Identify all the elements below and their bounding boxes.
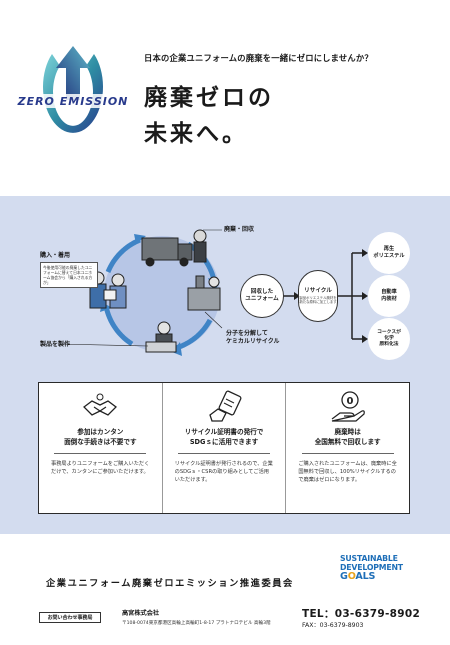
sdg-line2: DEVELOPMENT [340, 563, 403, 572]
feature-body: リサイクル証明書が発行されるので、企業のSDGｓ・CSRの取り組みとしてご活用い… [174, 461, 273, 483]
committee-name: 企業ユニフォーム廃棄ゼロエミッション推進委員会 [46, 578, 294, 589]
feature-easy-participation: 参加はカンタン 面倒な手続きは不要です 事務局よりユニフォームをご購入いただくだ… [39, 383, 162, 513]
flow-recycle-circle: リサイクル 製品ポリエステル廃材を新たな原料に加工します [298, 270, 338, 322]
fax-number: FAX：03-6379-8903 [302, 622, 364, 629]
certificate-icon [209, 390, 242, 422]
result-coke-chemical: コークスが 化学 原料化法 [368, 318, 410, 360]
cycle-arrow-3 [103, 305, 134, 347]
stage-manufacture-label: 製品を製作 [40, 341, 71, 348]
feature-title: リサイクル証明書の発行で SDGｓに活用できます [184, 428, 264, 446]
feature-title: 参加はカンタン 面倒な手続きは不要です [64, 428, 137, 446]
sdg-line3: GOALS [340, 571, 376, 582]
phone-number[interactable]: TEL：03-6379-8902 [302, 608, 421, 620]
sdg-line1: SUSTAINABLE [340, 554, 398, 563]
factory-illustration [187, 275, 221, 311]
company-address: 〒108-0074東京都港区高輪上高輪町1-8-17 プラトナロテビル 高輪3階 [122, 621, 271, 626]
flow-collected-label: 回収した ユニフォーム [245, 289, 279, 302]
flow-arrowhead-1 [294, 292, 300, 300]
cycle-background-circle [104, 236, 220, 352]
coin-hand-icon: 0 [331, 391, 365, 422]
tagline: 日本の企業ユニフォームの廃棄を一緒にゼロにしませんか？ [144, 53, 373, 63]
logo-text: ZERO EMISSION [17, 95, 129, 108]
company-name: 高宮株式会社 [122, 610, 160, 617]
feature-body: 事務局よりユニフォームをご購入いただくだけで、カンタンにご参加いただけます。 [51, 461, 150, 475]
feature-title: 廃棄時は 全国無料で回収します [314, 428, 381, 446]
inquiry-label: お問い合わせ事務局 [39, 612, 101, 623]
feature-free-collection: 0 廃棄時は 全国無料で回収します ご購入されたユニフォームは、廃棄時に全国無料… [285, 383, 409, 513]
sewing-illustration [145, 321, 177, 353]
header: ZERO EMISSION 日本の企業ユニフォームの廃棄を一緒にゼロにしませんか… [0, 0, 450, 190]
flow-recycle-label: リサイクル [304, 287, 332, 294]
feature-body: ご購入されたユニフォームは、廃棄時に全国無料で回収し、100%リサイクルするので… [298, 461, 397, 483]
headline-line1: 廃棄ゼロの [144, 85, 274, 111]
sdg-logo: SUSTAINABLE DEVELOPMENT GOALS [340, 554, 412, 581]
divider [54, 453, 147, 454]
stage-decompose-label: 分子を分解して ケミカルリサイクル [226, 330, 280, 345]
headline-line2: 未来へ。 [144, 121, 248, 147]
handshake-icon [83, 393, 118, 416]
branch-arrowhead-1 [362, 249, 368, 257]
stage-collect-label: 廃棄・回収 [224, 226, 255, 233]
flow-recycle-sub: 製品ポリエステル廃材を新たな原料に加工します [299, 295, 337, 305]
result-auto-interior: 自動車 内装材 [368, 275, 410, 317]
feature-certificate: リサイクル証明書の発行で SDGｓに活用できます リサイクル証明書が発行されるの… [161, 383, 286, 513]
recycle-panel: 廃棄・回収 購入・着用 今後使用可能の廃棄したユニフォームに替えて日本ユニホーム… [0, 196, 450, 534]
branch-arrowhead-3 [362, 335, 368, 343]
zero-emission-logo: ZERO EMISSION [14, 46, 132, 133]
stage-purchase-note: 今後使用可能の廃棄したユニフォームに替えて日本ユニホーム協会から「購入される方が… [40, 262, 98, 288]
headline: 廃棄ゼロの 未来へ。 [144, 80, 274, 152]
branch-arrowhead-2 [362, 292, 368, 300]
stage-purchase-label: 購入・着用 [40, 252, 71, 259]
svg-text:0: 0 [346, 396, 353, 407]
divider [178, 453, 270, 454]
divider [301, 453, 394, 454]
cycle-arrowhead-4 [134, 234, 146, 244]
result-polyester: 再生 ポリエステル [368, 232, 410, 274]
flow-collected-circle: 回収した ユニフォーム [240, 274, 284, 318]
recycle-cycle-diagram [57, 229, 368, 356]
truck-illustration [141, 229, 207, 267]
features-box: 参加はカンタン 面倒な手続きは不要です 事務局よりユニフォームをご購入いただくだ… [38, 382, 410, 514]
